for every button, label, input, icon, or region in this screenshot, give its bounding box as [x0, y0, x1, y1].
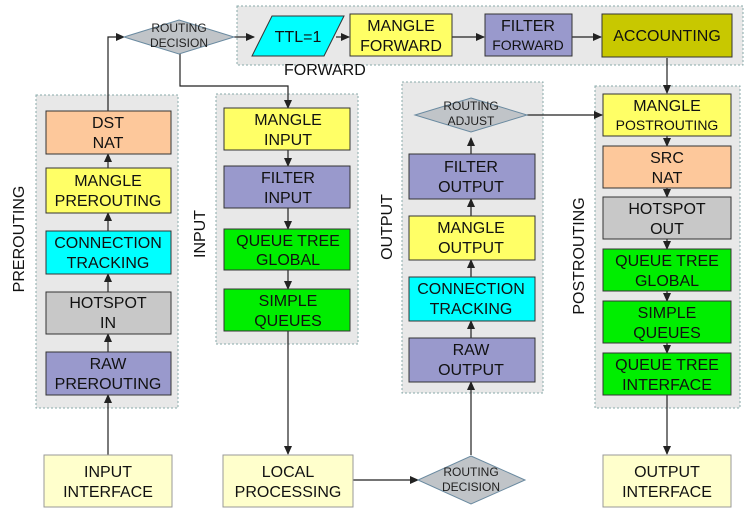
ttl-label: TTL=1: [275, 29, 322, 46]
filter-output-box: FILTER OUTPUT: [408, 153, 536, 200]
routing-decision-top-diamond: ROUTING DECISION: [122, 19, 236, 55]
svg-text:DECISION: DECISION: [442, 480, 500, 494]
section-label-input: INPUT: [192, 210, 209, 258]
svg-text:ACCOUNTING: ACCOUNTING: [613, 28, 721, 45]
svg-text:CONNECTION: CONNECTION: [54, 235, 162, 252]
svg-text:PREROUTING: PREROUTING: [55, 376, 162, 393]
hotspot-out-box: HOTSPOT OUT: [602, 196, 732, 240]
svg-text:FILTER: FILTER: [501, 18, 555, 35]
svg-text:INPUT: INPUT: [84, 464, 132, 481]
section-label-output: OUTPUT: [379, 194, 396, 260]
svg-text:IN: IN: [100, 315, 116, 332]
svg-text:LOCAL: LOCAL: [262, 464, 315, 481]
svg-text:NAT: NAT: [652, 170, 683, 187]
svg-text:GLOBAL: GLOBAL: [256, 252, 320, 269]
filter-input-box: FILTER INPUT: [223, 165, 351, 209]
svg-text:MANGLE: MANGLE: [74, 173, 142, 190]
routing-adjust-diamond: ROUTING ADJUST: [413, 97, 529, 133]
svg-text:MANGLE: MANGLE: [633, 98, 701, 115]
input-interface-box: INPUT INTERFACE: [43, 454, 173, 508]
svg-text:INPUT: INPUT: [264, 132, 312, 149]
svg-text:ADJUST: ADJUST: [448, 114, 495, 128]
svg-text:OUTPUT: OUTPUT: [438, 179, 504, 196]
svg-text:INTERFACE: INTERFACE: [63, 484, 153, 501]
output-interface-box: OUTPUT INTERFACE: [602, 454, 732, 508]
svg-text:OUTPUT: OUTPUT: [438, 240, 504, 257]
dst-nat-box: DST NAT: [45, 110, 172, 155]
svg-text:QUEUE TREE: QUEUE TREE: [236, 233, 340, 250]
svg-text:PROCESSING: PROCESSING: [235, 484, 342, 501]
svg-text:ROUTING: ROUTING: [443, 99, 498, 113]
svg-text:GLOBAL: GLOBAL: [635, 273, 699, 290]
svg-text:OUTPUT: OUTPUT: [438, 362, 504, 379]
svg-text:RAW: RAW: [90, 356, 128, 373]
ttl-parallelogram: [251, 15, 345, 57]
svg-text:ROUTING: ROUTING: [443, 465, 498, 479]
raw-prerouting-box: RAW PREROUTING: [45, 351, 172, 396]
simple-queues-postrouting-box: SIMPLE QUEUES: [602, 300, 732, 344]
svg-text:FORWARD: FORWARD: [360, 38, 442, 55]
svg-text:TRACKING: TRACKING: [67, 255, 150, 272]
mangle-forward-box: MANGLE FORWARD: [349, 13, 453, 57]
svg-text:PREROUTING: PREROUTING: [55, 193, 162, 210]
svg-text:POSTROUTING: POSTROUTING: [616, 117, 719, 133]
accounting-box: ACCOUNTING: [601, 13, 733, 58]
svg-text:OUTPUT: OUTPUT: [634, 464, 700, 481]
svg-text:SIMPLE: SIMPLE: [259, 293, 318, 310]
svg-text:INPUT: INPUT: [264, 190, 312, 207]
svg-text:TRACKING: TRACKING: [430, 301, 513, 318]
queue-tree-global-postrouting-box: QUEUE TREE GLOBAL: [602, 248, 732, 292]
svg-text:MANGLE: MANGLE: [437, 220, 505, 237]
hotspot-in-box: HOTSPOT IN: [45, 291, 172, 335]
section-label-forward: FORWARD: [284, 62, 366, 79]
mangle-output-box: MANGLE OUTPUT: [408, 215, 536, 261]
svg-text:CONNECTION: CONNECTION: [417, 281, 525, 298]
queue-tree-global-input-box: QUEUE TREE GLOBAL: [223, 228, 351, 271]
svg-text:QUEUE TREE: QUEUE TREE: [615, 357, 719, 374]
svg-text:FORWARD: FORWARD: [492, 37, 564, 53]
svg-text:ROUTING: ROUTING: [151, 21, 206, 35]
arrow-routing-decision-to-mangle-input: [179, 52, 292, 109]
svg-text:SRC: SRC: [650, 150, 684, 167]
local-processing-box: LOCAL PROCESSING: [222, 454, 354, 508]
svg-text:SIMPLE: SIMPLE: [638, 305, 697, 322]
section-label-prerouting: PREROUTING: [11, 186, 28, 293]
svg-text:RAW: RAW: [453, 342, 491, 359]
svg-text:MANGLE: MANGLE: [367, 18, 435, 35]
svg-text:OUT: OUT: [650, 221, 684, 238]
svg-text:INTERFACE: INTERFACE: [622, 377, 712, 394]
svg-text:QUEUE TREE: QUEUE TREE: [615, 253, 719, 270]
svg-text:QUEUES: QUEUES: [633, 325, 701, 342]
src-nat-box: SRC NAT: [602, 145, 732, 189]
section-label-postrouting: POSTROUTING: [571, 197, 588, 314]
svg-text:MANGLE: MANGLE: [254, 112, 322, 129]
svg-text:DST: DST: [92, 115, 124, 132]
svg-text:QUEUES: QUEUES: [254, 313, 322, 330]
connection-tracking-prerouting-box: CONNECTION TRACKING: [45, 230, 172, 275]
mangle-prerouting-box: MANGLE PREROUTING: [45, 167, 172, 214]
routing-decision-bottom-diamond: ROUTING DECISION: [416, 455, 527, 505]
svg-text:FILTER: FILTER: [261, 170, 315, 187]
arrow-dst-nat-to-routing-decision: [107, 33, 125, 111]
raw-output-box: RAW OUTPUT: [408, 337, 536, 383]
svg-text:HOTSPOT: HOTSPOT: [69, 295, 147, 312]
connection-tracking-output-box: CONNECTION TRACKING: [408, 276, 536, 322]
mangle-input-box: MANGLE INPUT: [223, 107, 351, 151]
mangle-postrouting-box: MANGLE POSTROUTING: [602, 93, 732, 137]
filter-forward-box: FILTER FORWARD: [484, 13, 573, 57]
svg-text:HOTSPOT: HOTSPOT: [628, 201, 706, 218]
svg-text:FILTER: FILTER: [444, 159, 498, 176]
simple-queues-input-box: SIMPLE QUEUES: [223, 288, 351, 332]
svg-text:INTERFACE: INTERFACE: [622, 484, 712, 501]
queue-tree-interface-box: QUEUE TREE INTERFACE: [602, 352, 732, 396]
svg-text:DECISION: DECISION: [150, 36, 208, 50]
svg-text:NAT: NAT: [93, 135, 124, 152]
